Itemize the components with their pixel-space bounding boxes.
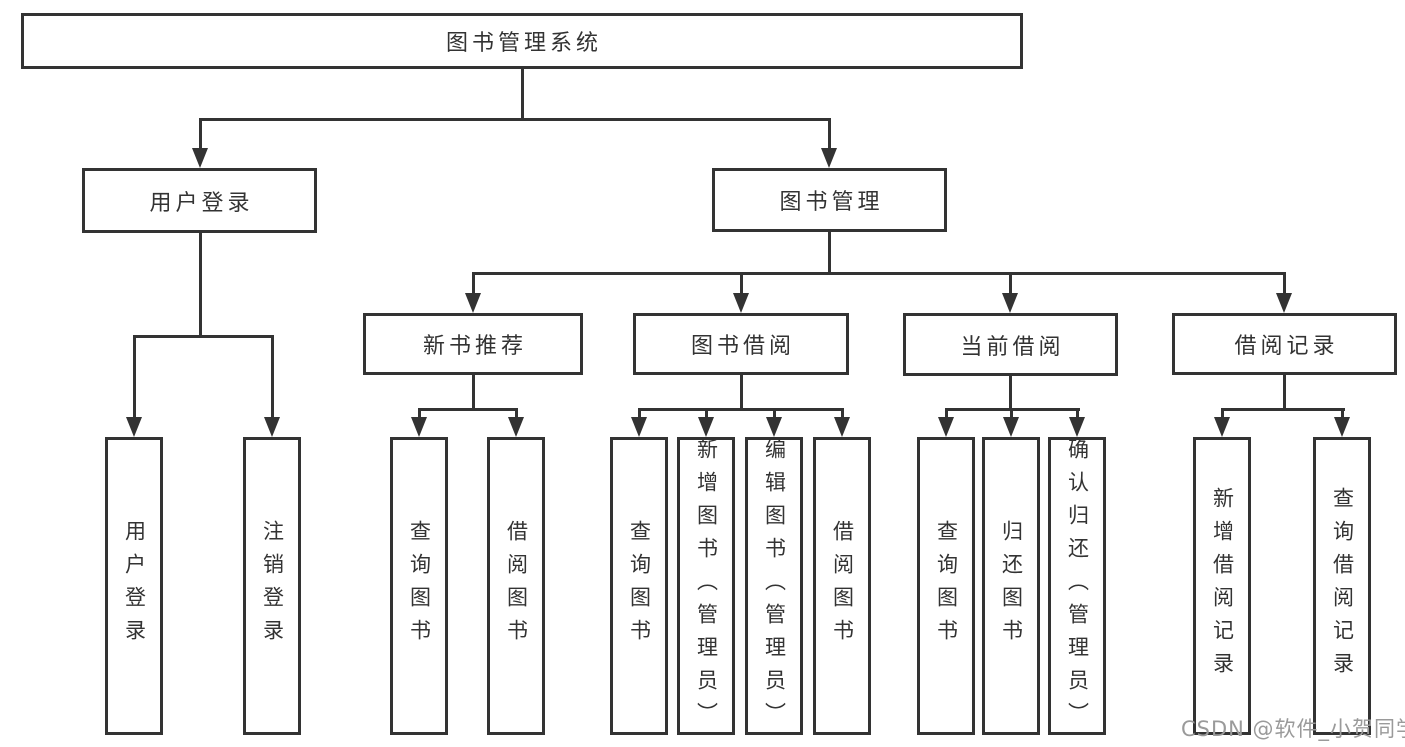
node-root-library-system: 图书管理系统 xyxy=(21,13,1023,69)
leaf-query-books-recommend: 查询图书 xyxy=(390,437,448,735)
connector-line xyxy=(418,408,518,411)
connector-line xyxy=(133,335,136,419)
leaf-label: 注销登录 xyxy=(260,520,285,652)
connector-line xyxy=(199,118,831,121)
leaf-confirm-return-admin: 确认归还（管理员） xyxy=(1048,437,1106,735)
csdn-watermark: CSDN @软件_小贺同学 xyxy=(1181,717,1405,741)
node-label: 图书管理系统 xyxy=(445,31,602,56)
node-label: 借阅记录 xyxy=(1234,334,1339,359)
connector-line xyxy=(828,118,831,152)
node-borrowing-records: 借阅记录 xyxy=(1172,313,1397,375)
arrow-down-icon xyxy=(126,417,142,437)
arrow-down-icon xyxy=(1276,293,1292,313)
connector-line xyxy=(418,408,421,420)
arrow-down-icon xyxy=(508,417,524,437)
leaf-label: 查询图书 xyxy=(407,520,432,652)
connector-line xyxy=(638,408,844,411)
arrow-down-icon xyxy=(264,417,280,437)
leaf-label: 查询图书 xyxy=(934,520,959,652)
leaf-borrow-books-recommend: 借阅图书 xyxy=(487,437,545,735)
connector-line xyxy=(841,408,844,420)
connector-line xyxy=(828,232,831,275)
connector-line xyxy=(521,69,524,121)
arrow-down-icon xyxy=(766,417,782,437)
leaf-return-books: 归还图书 xyxy=(982,437,1040,735)
connector-line xyxy=(740,272,743,296)
leaf-add-borrow-record: 新增借阅记录 xyxy=(1193,437,1251,735)
arrow-down-icon xyxy=(192,148,208,168)
leaf-label: 归还图书 xyxy=(999,520,1024,652)
connector-line xyxy=(472,272,1286,275)
arrow-down-icon xyxy=(834,417,850,437)
leaf-edit-books-admin: 编辑图书（管理员） xyxy=(745,437,803,735)
leaf-query-borrow-record: 查询借阅记录 xyxy=(1313,437,1371,735)
arrow-down-icon xyxy=(1069,417,1085,437)
arrow-down-icon xyxy=(631,417,647,437)
leaf-add-books-admin: 新增图书（管理员） xyxy=(677,437,735,735)
connector-line xyxy=(1221,408,1345,411)
arrow-down-icon xyxy=(1002,293,1018,313)
arrow-down-icon xyxy=(411,417,427,437)
leaf-label: 查询图书 xyxy=(627,520,652,652)
arrow-down-icon xyxy=(938,417,954,437)
node-label: 新书推荐 xyxy=(422,334,527,359)
arrow-down-icon xyxy=(733,293,749,313)
leaf-user-login: 用户登录 xyxy=(105,437,163,735)
connector-line xyxy=(1221,408,1224,420)
connector-line xyxy=(199,118,202,152)
connector-line xyxy=(1076,408,1079,420)
leaf-label: 确认归还（管理员） xyxy=(1065,437,1090,735)
connector-line xyxy=(705,408,708,420)
leaf-label: 用户登录 xyxy=(122,520,147,652)
connector-line xyxy=(271,335,274,419)
node-book-borrowing: 图书借阅 xyxy=(633,313,849,375)
leaf-label: 借阅图书 xyxy=(504,520,529,652)
leaf-label: 新增图书（管理员） xyxy=(694,437,719,735)
connector-line xyxy=(1283,375,1286,411)
connector-line xyxy=(638,408,641,420)
arrow-down-icon xyxy=(821,148,837,168)
leaf-borrow-books: 借阅图书 xyxy=(813,437,871,735)
node-current-borrowing: 当前借阅 xyxy=(903,313,1118,376)
connector-line xyxy=(472,375,475,411)
connector-line xyxy=(773,408,776,420)
connector-line xyxy=(945,408,948,420)
connector-line xyxy=(1010,408,1013,420)
connector-line xyxy=(133,335,274,338)
node-user-login: 用户登录 xyxy=(82,168,317,233)
leaf-query-books-current: 查询图书 xyxy=(917,437,975,735)
leaf-label: 查询借阅记录 xyxy=(1330,487,1355,685)
connector-line xyxy=(515,408,518,420)
leaf-query-books-borrowing: 查询图书 xyxy=(610,437,668,735)
node-label: 当前借阅 xyxy=(960,334,1065,360)
node-label: 图书管理 xyxy=(779,190,884,215)
arrow-down-icon xyxy=(1214,417,1230,437)
arrow-down-icon xyxy=(465,293,481,313)
connector-line xyxy=(1341,408,1344,420)
leaf-label: 借阅图书 xyxy=(830,520,855,652)
node-label: 用户登录 xyxy=(149,190,254,216)
connector-line xyxy=(740,375,743,411)
connector-line xyxy=(199,233,202,338)
node-label: 图书借阅 xyxy=(690,334,795,359)
connector-line xyxy=(472,272,475,296)
leaf-label: 新增借阅记录 xyxy=(1210,487,1235,685)
connector-line xyxy=(1283,272,1286,296)
arrow-down-icon xyxy=(1334,417,1350,437)
leaf-label: 编辑图书（管理员） xyxy=(762,437,787,735)
node-new-book-recommendation: 新书推荐 xyxy=(363,313,583,375)
arrow-down-icon xyxy=(1003,417,1019,437)
leaf-logout: 注销登录 xyxy=(243,437,301,735)
connector-line xyxy=(1009,376,1012,411)
node-book-management: 图书管理 xyxy=(712,168,947,232)
arrow-down-icon xyxy=(698,417,714,437)
connector-line xyxy=(1009,272,1012,296)
